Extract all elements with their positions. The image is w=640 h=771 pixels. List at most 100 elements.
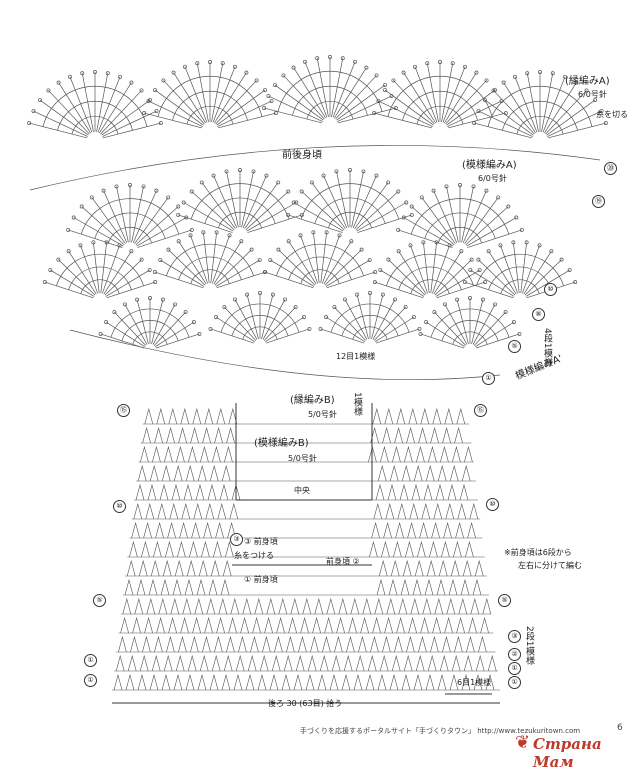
picot-loop [191, 320, 196, 325]
stitch-v [161, 673, 171, 691]
fan-spoke [124, 304, 148, 345]
fan-arc [500, 279, 540, 294]
stitch-v [155, 521, 164, 539]
fan-spoke [58, 259, 96, 296]
stitch-v [467, 521, 476, 539]
picot-loop [567, 268, 572, 272]
stitch-v [166, 635, 175, 653]
stitch-v [115, 654, 125, 672]
fan-spoke [478, 259, 516, 296]
fan-spoke [432, 245, 450, 294]
picot-loop [511, 320, 516, 325]
stitch-v [439, 654, 449, 672]
stitch-v [421, 502, 431, 520]
picot-loop [220, 61, 225, 66]
fan-spoke [467, 229, 522, 248]
fan-spoke [325, 259, 370, 287]
stitch-v [412, 578, 422, 596]
fan-spoke [547, 122, 606, 139]
picot-loop [506, 204, 511, 209]
stitch-repeat-label: 12目1模様 [336, 352, 376, 361]
fan-spoke [301, 191, 345, 231]
stitch-v [269, 673, 279, 691]
fan-spoke [96, 73, 109, 133]
fan-spoke [444, 72, 477, 124]
stitch-v [411, 483, 421, 501]
fan-spoke [378, 100, 433, 127]
fan-spoke [184, 66, 208, 123]
stitch-v [192, 407, 202, 425]
picot-loop [337, 233, 342, 238]
fan-spoke [44, 281, 94, 299]
stitch-v [413, 673, 423, 691]
edging-b-needle: 5/0号針 [308, 410, 337, 419]
fan-spoke [478, 110, 533, 137]
picot-loop [141, 184, 146, 189]
fan-spoke [217, 112, 276, 129]
body-right-row-marker: ② [508, 648, 521, 661]
fan-spoke [475, 333, 520, 349]
picot-loop [361, 169, 366, 174]
picot-loop [181, 200, 186, 205]
picot-loop [188, 233, 193, 238]
stitch-v [233, 673, 243, 691]
fan-spoke [183, 202, 234, 232]
picot-loop [348, 168, 352, 172]
stitch-v [377, 464, 387, 482]
stitch-v [185, 464, 195, 482]
stitch-v [466, 635, 475, 653]
fan-spoke [403, 217, 454, 247]
stitch-v [358, 635, 367, 653]
stitch-v [427, 654, 437, 672]
picot-loop [421, 240, 426, 245]
fan-spoke [425, 321, 465, 347]
picot-loop [264, 173, 269, 178]
stitch-v [209, 464, 219, 482]
picot-loop [263, 88, 267, 92]
picot-loop [286, 189, 291, 194]
body-left-row-marker: ⑩ [113, 500, 126, 513]
stitch-v [449, 464, 459, 482]
yoke-row-marker: ⑲ [592, 195, 605, 208]
picot-loop [396, 227, 401, 232]
stitch-v [445, 502, 455, 520]
stitch-v [197, 673, 207, 691]
picot-loop [474, 70, 479, 75]
fan-spoke [464, 281, 514, 299]
stitch-v [144, 616, 153, 634]
fan-spoke [475, 321, 515, 347]
stitch-v [200, 445, 209, 463]
picot-loop [391, 78, 396, 83]
picot-loop [468, 296, 472, 300]
picot-loop [342, 297, 347, 302]
stitch-v [426, 559, 436, 577]
edging-a-fan [142, 60, 278, 129]
picot-loop [146, 99, 151, 103]
stitch-v [158, 597, 168, 615]
fan-spoke [320, 232, 327, 284]
stitch-v [367, 654, 377, 672]
stitch-v [148, 578, 158, 596]
stitch-v [388, 578, 398, 596]
fan-spoke [293, 202, 344, 232]
picot-loop [291, 65, 296, 70]
fan-spoke [430, 242, 437, 294]
stitch-v [480, 616, 489, 634]
stitch-v [190, 635, 199, 653]
picot-loop [411, 315, 416, 320]
stitch-v [131, 521, 140, 539]
fan-spoke [151, 299, 164, 345]
fan-spoke [426, 63, 439, 123]
stitch-v [151, 654, 161, 672]
fan-spoke [462, 190, 487, 244]
picot-loop [135, 297, 140, 302]
stitch-v [396, 407, 406, 425]
fan-spoke [100, 242, 107, 294]
fan-spoke [324, 249, 362, 286]
stitch-v [136, 578, 146, 596]
picot-loop [517, 331, 522, 336]
fan-spoke [337, 107, 396, 124]
stitch-v [178, 635, 187, 653]
pattern-a-fan [262, 230, 378, 289]
picot-loop [286, 212, 291, 217]
